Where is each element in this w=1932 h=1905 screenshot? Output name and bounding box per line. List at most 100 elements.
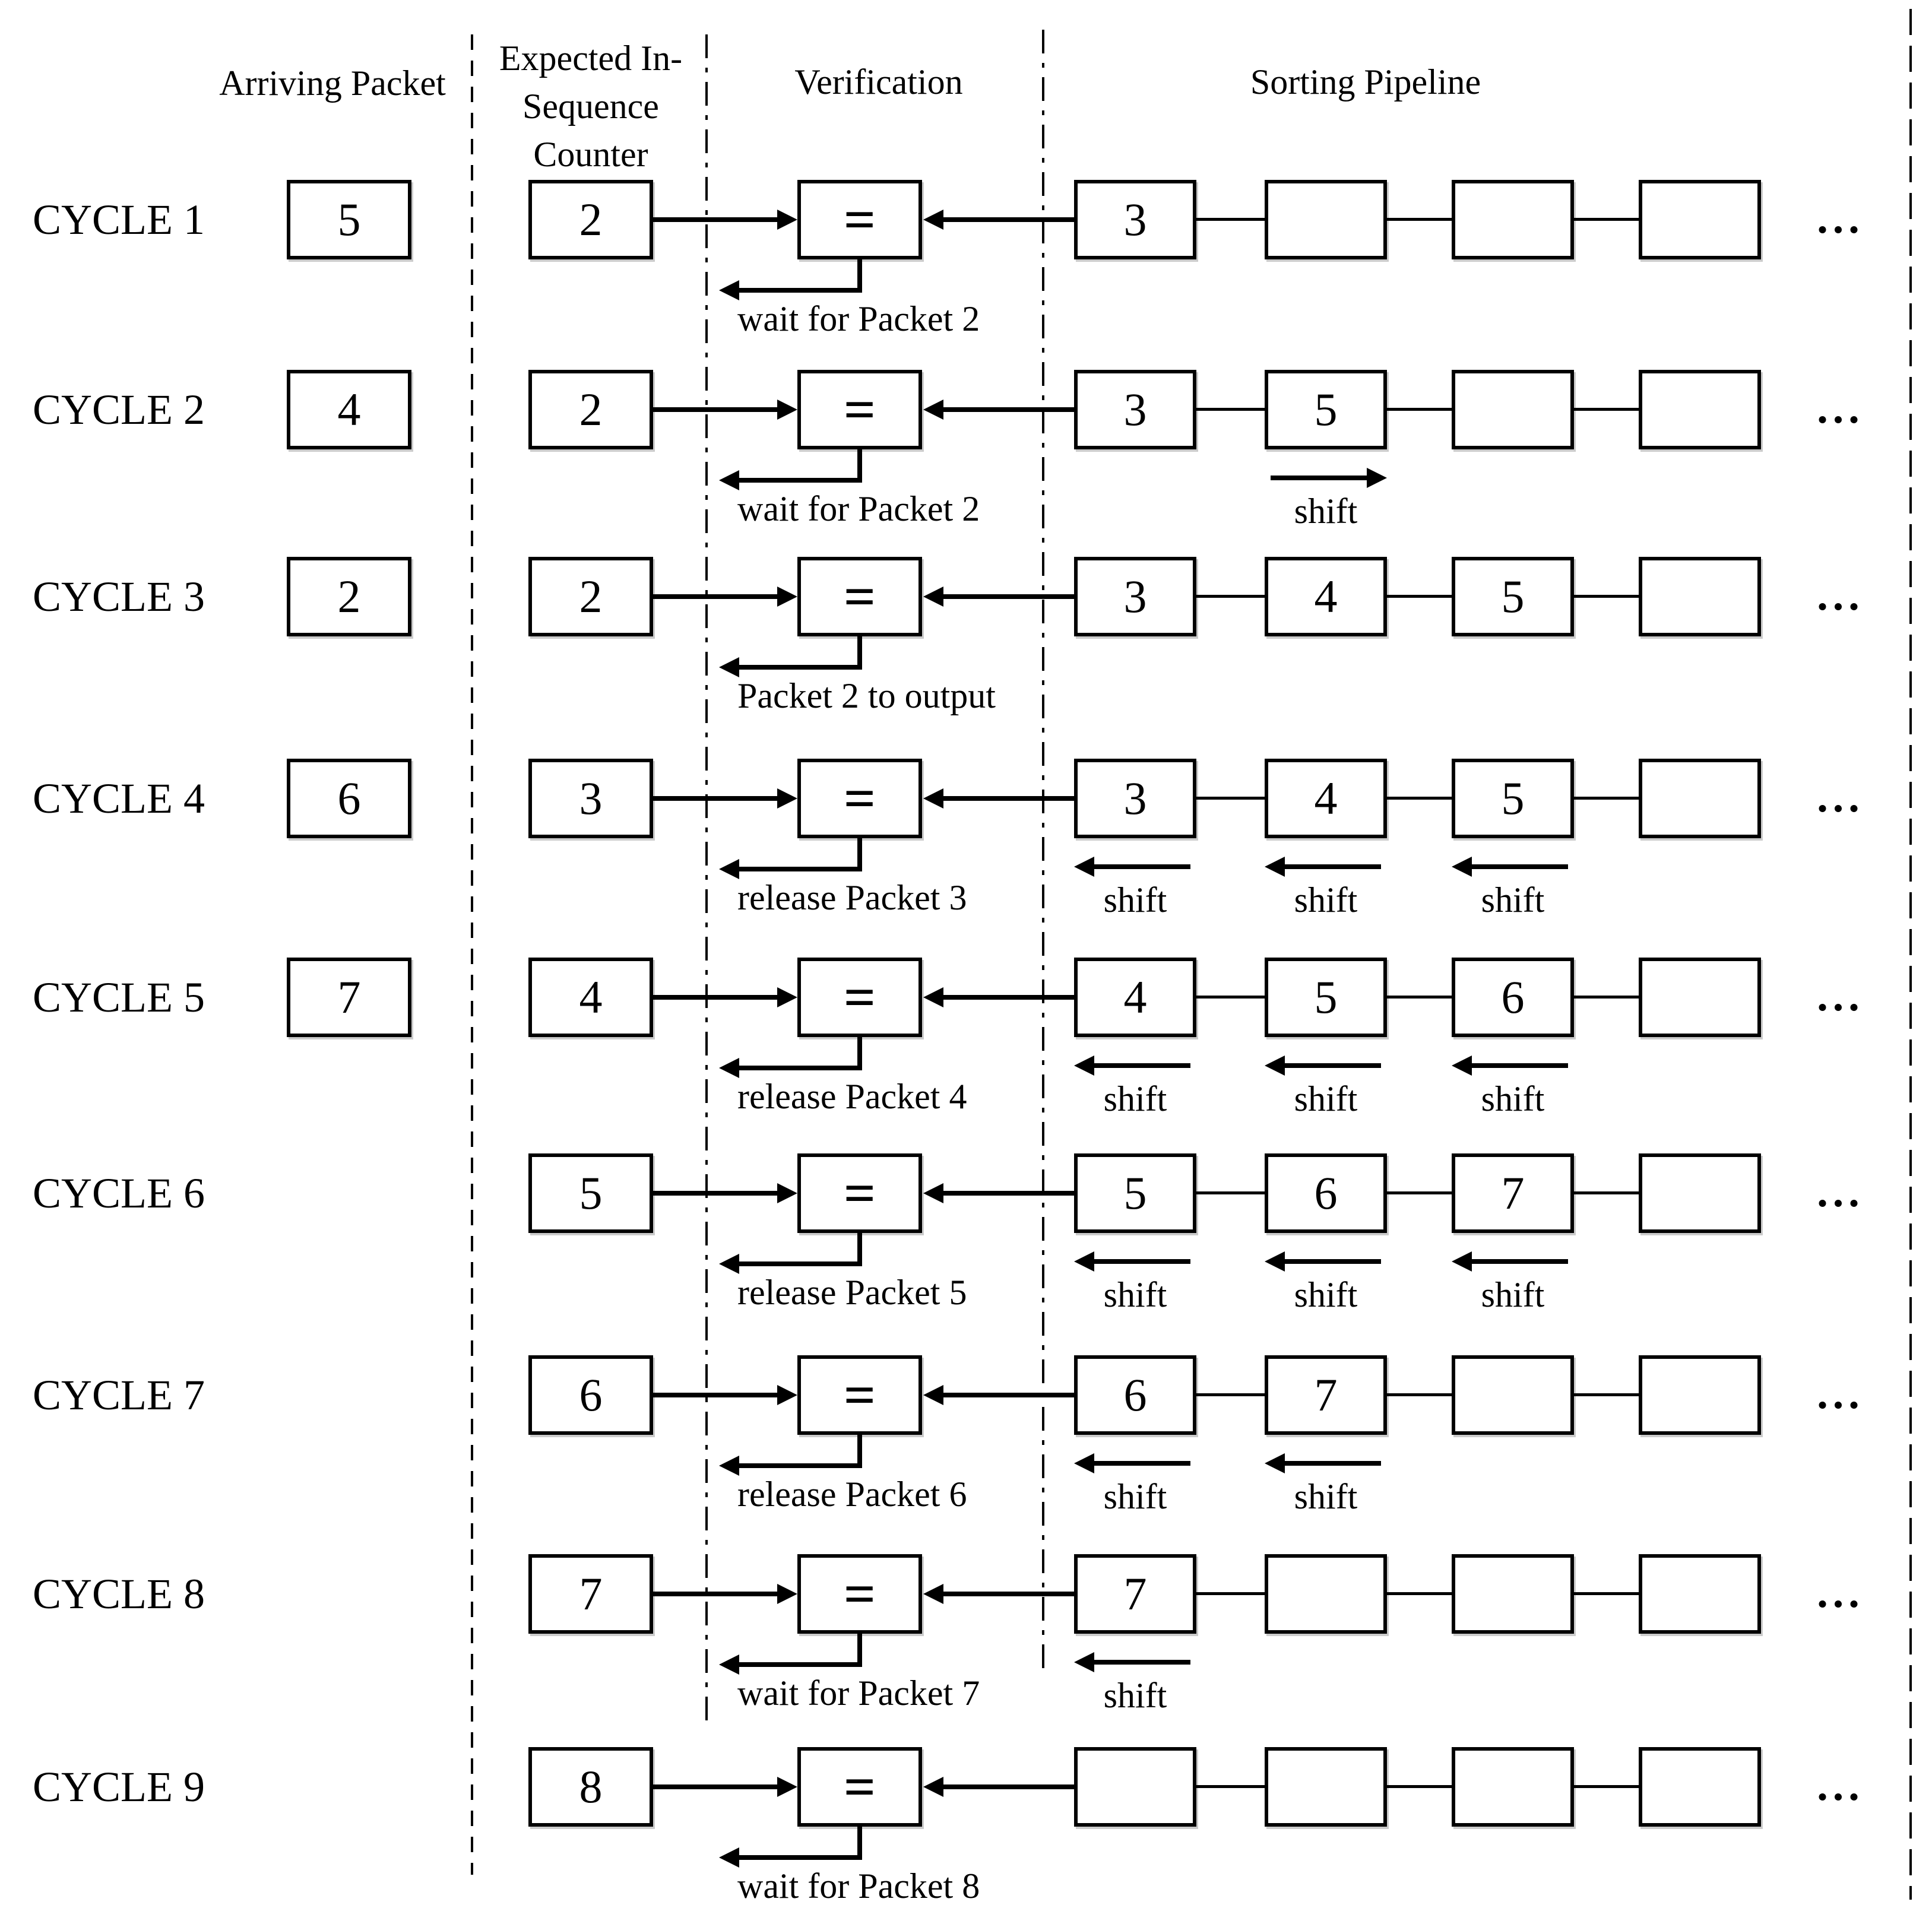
shift-annotation-3: shift — [1452, 759, 1574, 937]
pipeline-connector — [1574, 1393, 1639, 1396]
cycle-label: CYCLE 2 — [33, 386, 205, 433]
pipeline-to-verify-arrow-line — [943, 1393, 1075, 1397]
verify-output-arrowhead-icon — [719, 1254, 739, 1274]
pipeline-stage-value: 3 — [1123, 383, 1147, 435]
pipeline-stage-value: 5 — [1501, 570, 1525, 622]
arriving-packet-value: 4 — [337, 383, 361, 435]
counter-to-verify-arrow-line — [652, 1191, 778, 1196]
shift-label: shift — [1294, 1079, 1358, 1118]
expected-counter-box: 6 — [528, 1355, 653, 1435]
pipeline-connector — [1196, 996, 1265, 999]
pipeline-to-verify-arrow-line — [943, 594, 1075, 599]
verify-output-arrow-vertical — [857, 1434, 862, 1467]
pipeline-stage-box-2: 5 — [1265, 958, 1387, 1037]
shift-label: shift — [1481, 880, 1545, 920]
pipeline-ellipsis: ... — [1817, 571, 1864, 620]
verify-output-arrowhead-icon — [719, 1847, 739, 1868]
cycle-row: CYCLE 4 6 3 = release Packet 3 3 4 — [0, 759, 1932, 937]
separator-arriving-counter — [471, 34, 473, 1875]
shift-left-arrowhead-icon — [1452, 857, 1472, 877]
shift-left-arrowhead-icon — [1265, 1453, 1285, 1473]
pipeline-ellipsis: ... — [1817, 384, 1864, 433]
expected-counter-value: 2 — [579, 570, 603, 622]
expected-counter-value: 4 — [579, 971, 603, 1023]
arriving-packet-value: 2 — [337, 570, 361, 622]
cycle-row: CYCLE 3 2 2 = Packet 2 to output 3 4 — [0, 557, 1932, 735]
cycle-row: CYCLE 2 4 2 = wait for Packet 2 3 5 — [0, 370, 1932, 548]
pipeline-stage-box-3: 6 — [1452, 958, 1574, 1037]
verify-output-arrow-horizontal — [739, 288, 862, 293]
shift-arrow-line — [1282, 1259, 1381, 1264]
shift-label: shift — [1103, 1275, 1167, 1314]
expected-counter-box: 7 — [528, 1554, 653, 1634]
verify-output-arrow-vertical — [857, 1232, 862, 1265]
verify-output-arrow-vertical — [857, 1825, 862, 1859]
equals-icon: = — [843, 188, 876, 251]
verify-output-arrowhead-icon — [719, 1654, 739, 1675]
pipeline-stage-box-1: 5 — [1074, 1153, 1196, 1233]
shift-label: shift — [1103, 1477, 1167, 1516]
separator-counter-verification — [705, 34, 708, 1720]
pipeline-stage-value: 7 — [1314, 1369, 1338, 1421]
pipeline-stage-box-4 — [1639, 557, 1761, 636]
cycle-label: CYCLE 1 — [33, 196, 205, 243]
expected-counter-box: 3 — [528, 759, 653, 838]
pipeline-stage-box-3 — [1452, 180, 1574, 259]
pipeline-ellipsis: ... — [1817, 1370, 1864, 1418]
pipeline-connector — [1196, 1592, 1265, 1595]
arriving-packet-box: 5 — [287, 180, 411, 259]
pipeline-to-verify-arrow-line — [943, 1592, 1075, 1596]
equals-icon: = — [843, 1162, 876, 1225]
pipeline-connector — [1574, 1785, 1639, 1788]
shift-left-arrowhead-icon — [1265, 1055, 1285, 1076]
equals-icon: = — [843, 1755, 876, 1818]
action-label: Packet 2 to output — [737, 676, 996, 715]
pipeline-stage-value: 5 — [1314, 971, 1338, 1023]
equals-icon: = — [843, 565, 876, 628]
pipeline-to-verify-arrow-line — [943, 1191, 1075, 1196]
arriving-packet-box: 6 — [287, 759, 411, 838]
verify-output-arrow-vertical — [857, 1633, 862, 1666]
shift-left-arrowhead-icon — [1265, 1251, 1285, 1272]
shift-annotation-3: shift — [1452, 958, 1574, 1136]
pipeline-ellipsis: ... — [1817, 194, 1864, 243]
pipeline-to-verify-arrow-line — [943, 796, 1075, 801]
pipeline-stage-value: 4 — [1314, 570, 1338, 622]
separator-verification-pipeline — [1042, 30, 1044, 1677]
verify-output-arrowhead-icon — [719, 470, 739, 490]
pipeline-stage-box-1: 3 — [1074, 180, 1196, 259]
equals-icon: = — [843, 966, 876, 1029]
shift-arrow-line — [1092, 1461, 1190, 1466]
pipeline-stage-value: 7 — [1123, 1568, 1147, 1619]
shift-left-arrowhead-icon — [1452, 1055, 1472, 1076]
cycle-label: CYCLE 5 — [33, 974, 205, 1021]
pipeline-connector — [1196, 1393, 1265, 1396]
verify-output-arrow-horizontal — [739, 1463, 862, 1468]
pipeline-to-verify-arrowhead-icon — [923, 1777, 943, 1797]
separator-right-edge — [1909, 9, 1912, 1900]
pipeline-stage-value: 6 — [1123, 1369, 1147, 1421]
pipeline-ellipsis: ... — [1817, 773, 1864, 822]
shift-arrow-line — [1469, 1063, 1568, 1068]
pipeline-stage-box-2: 7 — [1265, 1355, 1387, 1435]
pipeline-connector — [1574, 1191, 1639, 1194]
pipeline-stage-box-1: 3 — [1074, 557, 1196, 636]
counter-to-verify-arrow-line — [652, 594, 778, 599]
pipeline-to-verify-arrow-line — [943, 217, 1075, 222]
cycle-row: CYCLE 9 8 = wait for Packet 8 — [0, 1747, 1932, 1905]
shift-label: shift — [1103, 1079, 1167, 1118]
pipeline-connector — [1387, 1393, 1452, 1396]
verify-output-arrow-vertical — [857, 258, 862, 291]
action-label: release Packet 5 — [737, 1273, 967, 1312]
shift-annotation-1: shift — [1074, 958, 1196, 1136]
pipeline-stage-value: 3 — [1123, 570, 1147, 622]
shift-annotation-3: shift — [1452, 1153, 1574, 1332]
arriving-packet-header: Arriving Packet — [219, 64, 446, 103]
counter-to-verify-arrowhead-icon — [777, 788, 797, 809]
action-label: release Packet 3 — [737, 878, 967, 917]
verify-output-arrow-horizontal — [739, 1855, 862, 1860]
action-label: wait for Packet 8 — [737, 1866, 980, 1905]
cycle-label: CYCLE 6 — [33, 1169, 205, 1217]
pipeline-stage-box-3 — [1452, 1747, 1574, 1827]
